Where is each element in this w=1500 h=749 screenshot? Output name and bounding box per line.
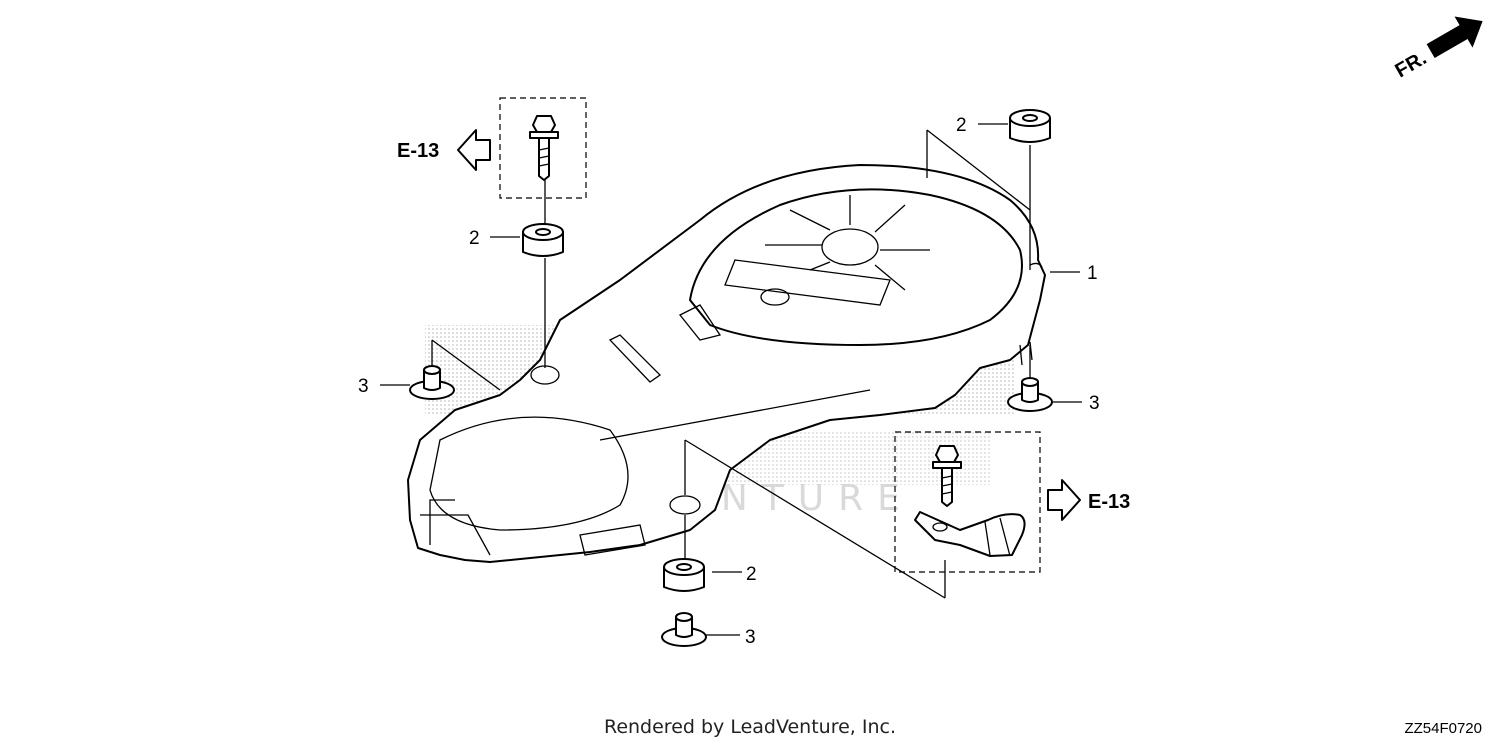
bolt-icon [932, 445, 962, 507]
ref-label-right[interactable]: E-13 [1088, 491, 1130, 513]
diagram-code: ZZ54F0720 [1404, 720, 1482, 737]
ref-box-left [499, 97, 587, 199]
collar-bottom [661, 612, 707, 647]
direction-label: FR. [1392, 47, 1431, 82]
grommet-bottom [663, 558, 705, 592]
direction-arrow-icon [1426, 16, 1483, 58]
ref-box-right [894, 431, 1041, 573]
collar-right [1007, 377, 1053, 412]
callout-3-right: 3 [1089, 393, 1100, 414]
collar-left [409, 365, 455, 400]
ref-arrow-right[interactable]: E-13 [1047, 479, 1130, 521]
callout-3-bottom: 3 [745, 627, 756, 648]
callout-2-top-right: 2 [956, 115, 967, 136]
callout-3-left: 3 [358, 376, 369, 397]
ref-label-left[interactable]: E-13 [397, 140, 439, 162]
bracket-icon [914, 511, 1026, 557]
callout-2-top-left: 2 [469, 228, 480, 249]
rendered-by-credit: Rendered by LeadVenture, Inc. [603, 716, 897, 738]
belt-cover [407, 164, 1046, 563]
callout-2-bottom: 2 [746, 564, 757, 585]
ref-arrow-left[interactable]: E-13 [397, 129, 491, 171]
callout-1: 1 [1087, 263, 1098, 284]
bolt-icon [529, 115, 559, 181]
grommet-top-right [1009, 109, 1051, 143]
front-direction-indicator: FR. [1392, 16, 1483, 82]
grommet-top-left [522, 223, 564, 257]
